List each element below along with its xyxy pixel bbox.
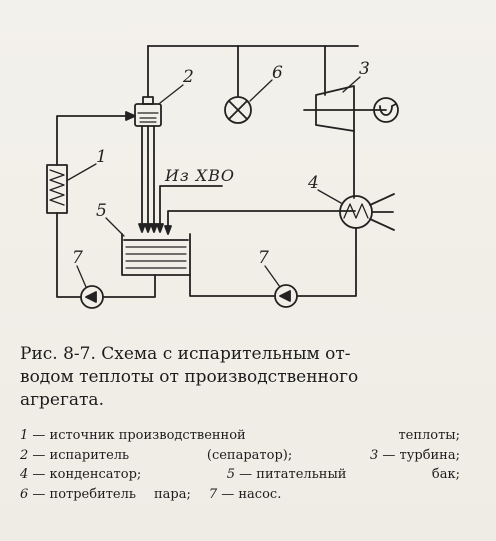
generator <box>373 97 399 123</box>
heat-source <box>46 164 68 214</box>
heat-source-outlet-pipe <box>56 115 127 166</box>
figure-caption: Рис. 8-7. Схема с испарительным от- водо… <box>20 343 458 412</box>
condenser-outlet-pipe <box>297 227 357 297</box>
leader-7-right <box>264 265 281 288</box>
legend-line: 2 — испаритель (сепаратор); 3 — турбина; <box>20 446 460 466</box>
legend-item: пара; <box>153 486 191 502</box>
pump-right <box>274 284 298 308</box>
legend-item: теплоты; <box>398 428 460 443</box>
label-hvo: Из ХВО <box>164 166 235 185</box>
leader-6 <box>249 79 273 102</box>
figure-legend: 1 — источник производственной теплоты; 2… <box>20 426 460 504</box>
steam-consumer <box>224 96 252 124</box>
leader-4 <box>317 189 342 204</box>
heat-source-return-pipe <box>56 212 81 298</box>
hvo-feed-pipe <box>159 185 223 229</box>
label-7-right: 7 <box>258 248 269 268</box>
legend-line: 6 — потребитель пара; 7 — насос. <box>20 485 460 505</box>
legend-line: 1 — источник производственной теплоты; <box>20 426 460 446</box>
condensate-return-pipe <box>167 210 356 231</box>
legend-item: 4 — конденсатор; <box>20 467 142 482</box>
legend-item: бак; <box>431 467 460 482</box>
leader-2 <box>159 84 184 104</box>
thermal-scheme-diagram: 1 2 3 4 5 6 7 7 Из ХВО <box>46 45 399 309</box>
legend-item: 5 — питательный <box>226 467 347 482</box>
pump-right-discharge-pipe <box>189 274 276 297</box>
legend-item: 1 — источник производственной <box>20 428 246 443</box>
legend-line: 4 — конденсатор; 5 — питательный бак; <box>20 465 460 485</box>
leader-7-left <box>76 265 87 288</box>
caption-line: агрегата. <box>20 390 104 410</box>
label-4: 4 <box>307 173 319 193</box>
label-6: 6 <box>272 63 283 83</box>
pump-left <box>80 285 104 309</box>
label-1: 1 <box>96 147 107 167</box>
label-3: 3 <box>359 59 370 79</box>
evaporator-inlet-arrow <box>125 111 136 121</box>
caption-line: водом теплоты от производственного <box>20 367 359 387</box>
evaporator <box>134 96 162 127</box>
leader-5 <box>105 217 125 237</box>
leader-3 <box>342 76 361 93</box>
condenser <box>339 193 395 231</box>
label-7-left: 7 <box>72 248 83 268</box>
legend-item: 7 — насос. <box>208 486 282 502</box>
legend-item: (сепаратор); <box>206 447 293 463</box>
legend-item: 3 — турбина; <box>369 447 460 463</box>
legend-item: 2 — испаритель <box>20 447 130 463</box>
caption-line: Рис. 8-7. Схема с испарительным от- <box>20 344 351 364</box>
legend-item: 6 — потребитель <box>20 486 136 502</box>
feed-tank <box>121 233 191 276</box>
leader-1 <box>67 163 97 181</box>
label-5: 5 <box>96 201 107 221</box>
pump-left-suction-pipe <box>102 274 156 298</box>
label-2: 2 <box>182 67 194 87</box>
